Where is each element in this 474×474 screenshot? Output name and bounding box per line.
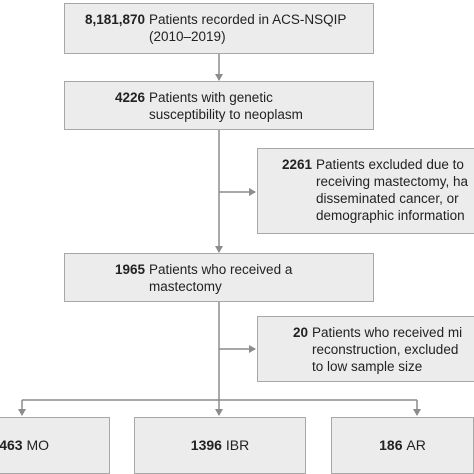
outcome-ibr-label: IBR (225, 437, 250, 453)
outcome-box-mo: 463 MO (0, 417, 110, 474)
box-excluded-reconstruction: 20 Patients who received mi reconstructi… (257, 316, 474, 382)
mastectomy-text: Patients who received a mastectomy (149, 262, 293, 294)
genetic-text: Patients with genetic susceptibility to … (149, 90, 303, 122)
outcome-ar-label: AR (406, 437, 426, 453)
genetic-count: 4226 (114, 90, 145, 105)
outcome-mo-label: MO (26, 437, 49, 453)
box-genetic-susceptibility: 4226 Patients with genetic susceptibilit… (64, 81, 374, 130)
excluded2-text: Patients who received mi reconstruction,… (312, 325, 463, 374)
excluded2-count: 20 (292, 325, 308, 340)
recorded-count: 8,181,870 (84, 12, 145, 27)
outcome-box-ar: 186 AR (331, 417, 474, 474)
box-excluded-patients: 2261 Patients excluded due to receiving … (257, 148, 474, 234)
mastectomy-count: 1965 (114, 262, 145, 277)
recorded-text: Patients recorded in ACS-NSQIP (2010–201… (149, 12, 347, 44)
outcome-box-ibr: 1396 IBR (134, 417, 306, 474)
box-recorded-patients: 8,181,870 Patients recorded in ACS-NSQIP… (64, 3, 374, 54)
box-mastectomy: 1965 Patients who received a mastectomy (64, 253, 374, 302)
outcome-ar-count: 186 (379, 437, 407, 453)
outcome-ibr-count: 1396 (190, 437, 226, 453)
excluded1-text: Patients excluded due to receiving maste… (316, 157, 469, 223)
outcome-mo-count: 463 (0, 437, 27, 453)
excluded1-count: 2261 (281, 157, 312, 172)
